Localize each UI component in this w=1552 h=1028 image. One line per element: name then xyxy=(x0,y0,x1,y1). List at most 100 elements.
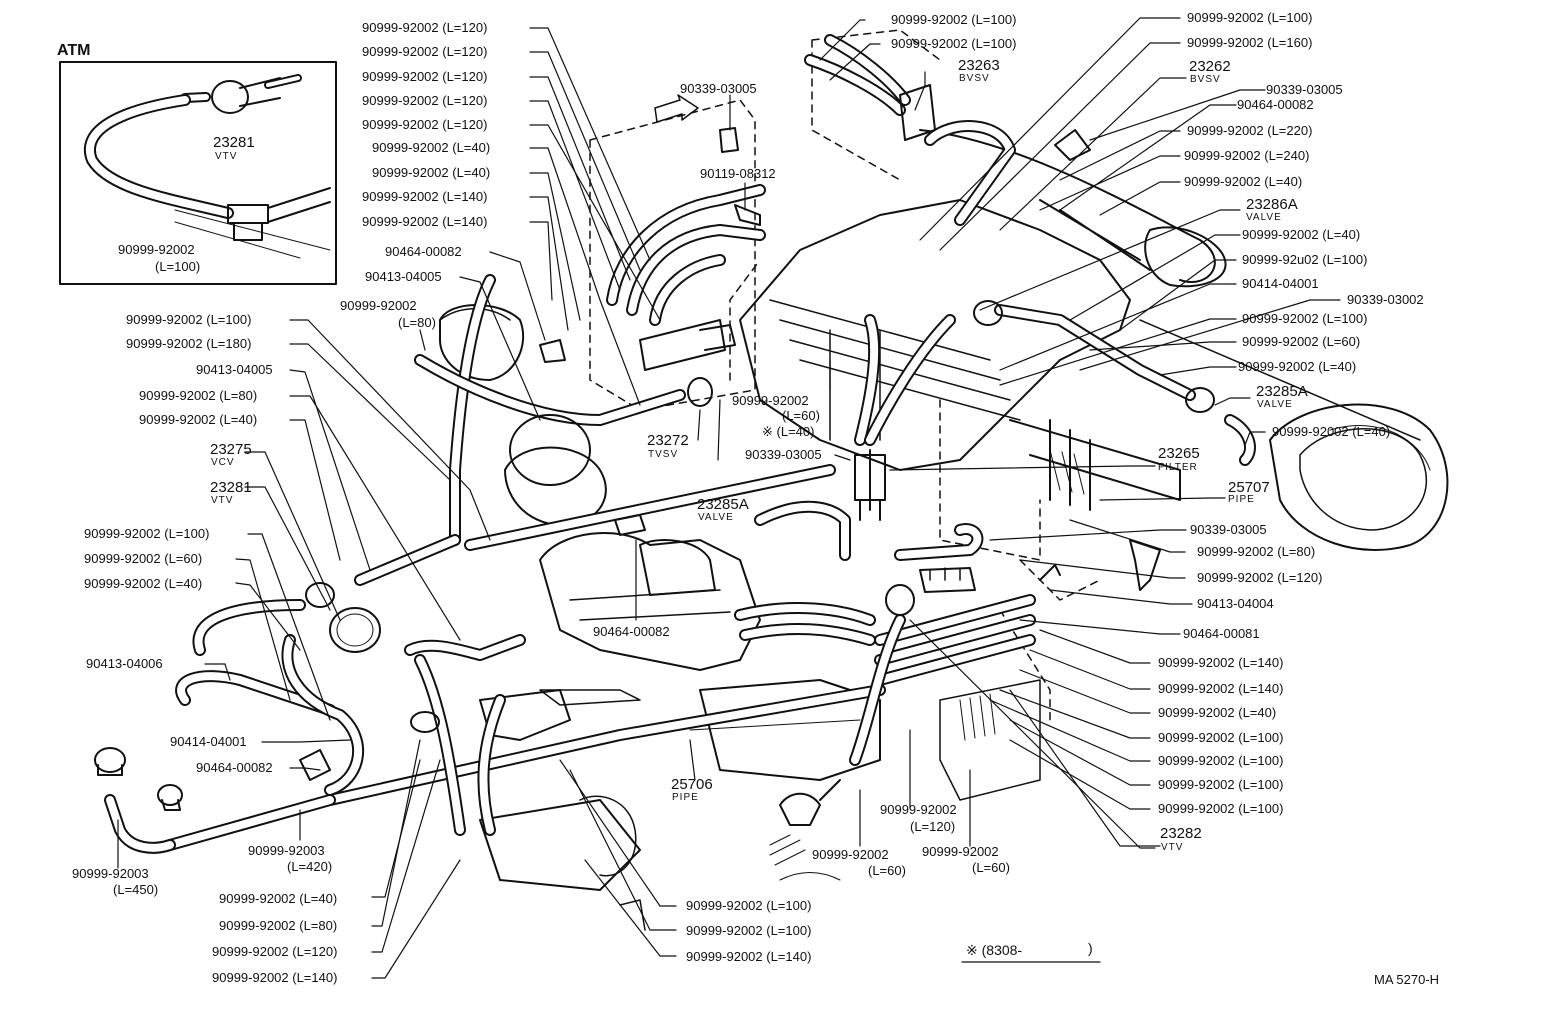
components xyxy=(94,84,1215,931)
part-name: VALVE xyxy=(698,512,734,523)
label-hose: 90999-92002 (L=60) xyxy=(1242,334,1361,349)
part-name: FILTER xyxy=(1158,462,1198,473)
part-number: 23286A xyxy=(1246,196,1298,213)
label-hose: 90999-92002 (L=100) xyxy=(1158,730,1284,745)
label-hose: 90999-92003 xyxy=(248,843,325,858)
label-clamp: 90464-00082 xyxy=(1237,97,1314,112)
label-hose: 90999-92002 (L=220) xyxy=(1187,123,1313,138)
label-hose: 90999-92002 (L=100) xyxy=(1158,753,1284,768)
part-name: BVSV xyxy=(1190,74,1221,85)
label-hose: 90999-92002 (L=40) xyxy=(139,412,258,427)
part-number: 25706 xyxy=(671,776,713,793)
serial-note-end: ) xyxy=(1088,940,1093,956)
label-hose: 90999-92002 (L=100) xyxy=(1158,777,1284,792)
label-hose: 90999-92002 xyxy=(732,393,809,408)
part-number: 23265 xyxy=(1158,445,1200,462)
label-check-valve: 90339-03005 xyxy=(1190,522,1267,537)
label-bolt: 90119-08312 xyxy=(700,166,776,181)
label-hose-length: (L=120) xyxy=(910,819,956,834)
inset-part-number: 23281 xyxy=(213,134,255,151)
dashed-callout-boxes xyxy=(589,29,1101,721)
label-hose: 90999-92002 (L=80) xyxy=(139,388,258,403)
inset-hose-number: 90999-92002 xyxy=(118,242,195,257)
part-name: VCV xyxy=(211,457,235,468)
label-hose: 90999-92002 (L=60) xyxy=(84,551,203,566)
label-hose: 90999-92002 (L=40) xyxy=(219,891,338,906)
illustration-code: MA 5270-H xyxy=(1374,972,1440,987)
label-hose: 90999-92002 (L=140) xyxy=(362,214,488,229)
part-number: 23285A xyxy=(1256,383,1308,400)
part-name: TVSV xyxy=(648,449,679,460)
label-hose: 90999-92002 (L=40) xyxy=(372,165,491,180)
label-connector: 90414-04001 xyxy=(1242,276,1319,291)
label-hose: 90999-92002 xyxy=(340,298,417,313)
label-hose: 90999-92002 (L=100) xyxy=(686,898,812,913)
leader-lines xyxy=(117,17,1341,979)
label-hose: 90999-92002 (L=120) xyxy=(212,944,338,959)
label-hose: 90999-92002 (L=40) xyxy=(1238,359,1357,374)
label-hose: 90999-92002 (L=120) xyxy=(362,44,488,59)
label-hose: 90999-92002 (L=120) xyxy=(362,69,488,84)
label-hose: 90999-92002 (L=40) xyxy=(1184,174,1303,189)
label-hose: 90999-92002 (L=40) xyxy=(372,140,491,155)
label-hose: 90999-92002 (L=140) xyxy=(362,189,488,204)
label-clamp: 90464-00082 xyxy=(196,760,273,775)
label-hose: 90999-92002 (L=100) xyxy=(891,12,1017,27)
label-hose: 90999-92002 (L=40) xyxy=(1242,227,1361,242)
part-name: BVSV xyxy=(959,73,990,84)
label-hose: 90999-92002 xyxy=(812,847,889,862)
part-name: VALVE xyxy=(1246,212,1282,223)
label-hose: 90999-92002 (L=40) xyxy=(1272,424,1391,439)
label-hose: 90999-92002 (L=100) xyxy=(1242,311,1368,326)
label-hose: 90999-92002 (L=140) xyxy=(1158,655,1284,670)
part-number: 23281 xyxy=(210,479,252,496)
label-hose: 90999-92002 (L=100) xyxy=(686,923,812,938)
label-clamp: 90464-00082 xyxy=(385,244,462,259)
label-hose: 90999-92002 (L=100) xyxy=(126,312,252,327)
label-hose: 90999-92002 (L=140) xyxy=(212,970,338,985)
label-clamp: 90464-00082 xyxy=(593,624,670,639)
label-connector: 90413-04005 xyxy=(365,269,442,284)
label-hose: 90999-92002 (L=160) xyxy=(1187,35,1313,50)
label-hose: 90999-92003 xyxy=(72,866,149,881)
part-name: PIPE xyxy=(672,792,699,803)
label-check-valve: 90339-03005 xyxy=(745,447,822,462)
part-name: VTV xyxy=(211,495,234,506)
serial-note: ※ (8308- xyxy=(966,942,1023,958)
label-hose: 90999-92u02 (L=100) xyxy=(1242,252,1368,267)
label-hose: 90999-92002 (L=80) xyxy=(219,918,338,933)
label-hose: 90999-92002 (L=100) xyxy=(1158,801,1284,816)
label-hose: 90999-92002 xyxy=(880,802,957,817)
label-hose-length: (L=60) xyxy=(868,863,906,878)
label-check-valve: 90339-03002 xyxy=(1347,292,1424,307)
label-hose: 90999-92002 (L=120) xyxy=(362,20,488,35)
label-hose: 90999-92002 (L=120) xyxy=(362,93,488,108)
part-number: 23272 xyxy=(647,432,689,449)
part-number: 23285A xyxy=(697,496,749,513)
label-connector: 90413-04006 xyxy=(86,656,163,671)
label-connector: 90413-04005 xyxy=(196,362,273,377)
label-check-valve: 90339-03005 xyxy=(1266,82,1343,97)
atm-inset-frame xyxy=(59,61,337,285)
label-hose: 90999-92002 (L=100) xyxy=(891,36,1017,51)
label-hose: 90999-92002 (L=40) xyxy=(84,576,203,591)
part-name: VALVE xyxy=(1257,399,1293,410)
label-hose-length-note: ※ (L=40) xyxy=(762,424,815,439)
label-clamp: 90464-00081 xyxy=(1183,626,1260,641)
flow-arrow xyxy=(654,94,699,123)
label-hose: 90999-92002 (L=140) xyxy=(686,949,812,964)
label-hose-length: (L=60) xyxy=(782,408,820,423)
label-connector: 90414-04001 xyxy=(170,734,247,749)
label-hose-length: (L=80) xyxy=(398,315,436,330)
label-hose: 90999-92002 (L=80) xyxy=(1197,544,1316,559)
label-hose: 90999-92002 (L=120) xyxy=(1197,570,1323,585)
inset-hose-length: (L=100) xyxy=(155,259,201,274)
label-hose-length: (L=450) xyxy=(113,882,159,897)
part-number: 23262 xyxy=(1189,58,1231,75)
label-hose: 90999-92002 (L=40) xyxy=(1158,705,1277,720)
label-hose: 90999-92002 (L=140) xyxy=(1158,681,1284,696)
detail-hatching xyxy=(779,449,1085,881)
label-hose: 90999-92002 (L=100) xyxy=(84,526,210,541)
